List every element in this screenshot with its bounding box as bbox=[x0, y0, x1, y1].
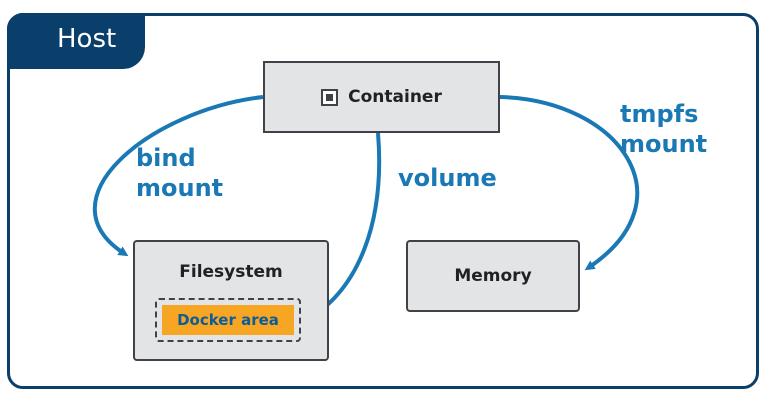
container-label: Container bbox=[348, 87, 442, 107]
host-tab: Host bbox=[7, 13, 145, 69]
volume-label: volume bbox=[398, 164, 497, 192]
bind-mount-arrow bbox=[92, 95, 264, 257]
container-box: Container bbox=[263, 61, 500, 133]
memory-box: Memory bbox=[406, 240, 580, 312]
tmpfs-mount-label-line2: mount bbox=[620, 130, 708, 158]
filesystem-label: Filesystem bbox=[179, 262, 283, 282]
memory-label: Memory bbox=[454, 266, 532, 286]
host-label: Host bbox=[57, 24, 117, 54]
tmpfs-mount-label-line1: tmpfs bbox=[620, 100, 699, 128]
container-icon bbox=[321, 88, 339, 106]
bind-mount-label-line1: bind bbox=[136, 144, 196, 172]
docker-area: Docker area bbox=[162, 305, 294, 335]
tmpfs-mount-label: tmpfs mount bbox=[620, 99, 707, 159]
bind-mount-label-line2: mount bbox=[136, 174, 224, 202]
tmpfs-mount-arrow bbox=[499, 95, 640, 271]
docker-area-boundary: Docker area bbox=[155, 298, 301, 342]
filesystem-box: Filesystem Docker area bbox=[133, 240, 329, 361]
bind-mount-label: bind mount bbox=[136, 143, 223, 203]
